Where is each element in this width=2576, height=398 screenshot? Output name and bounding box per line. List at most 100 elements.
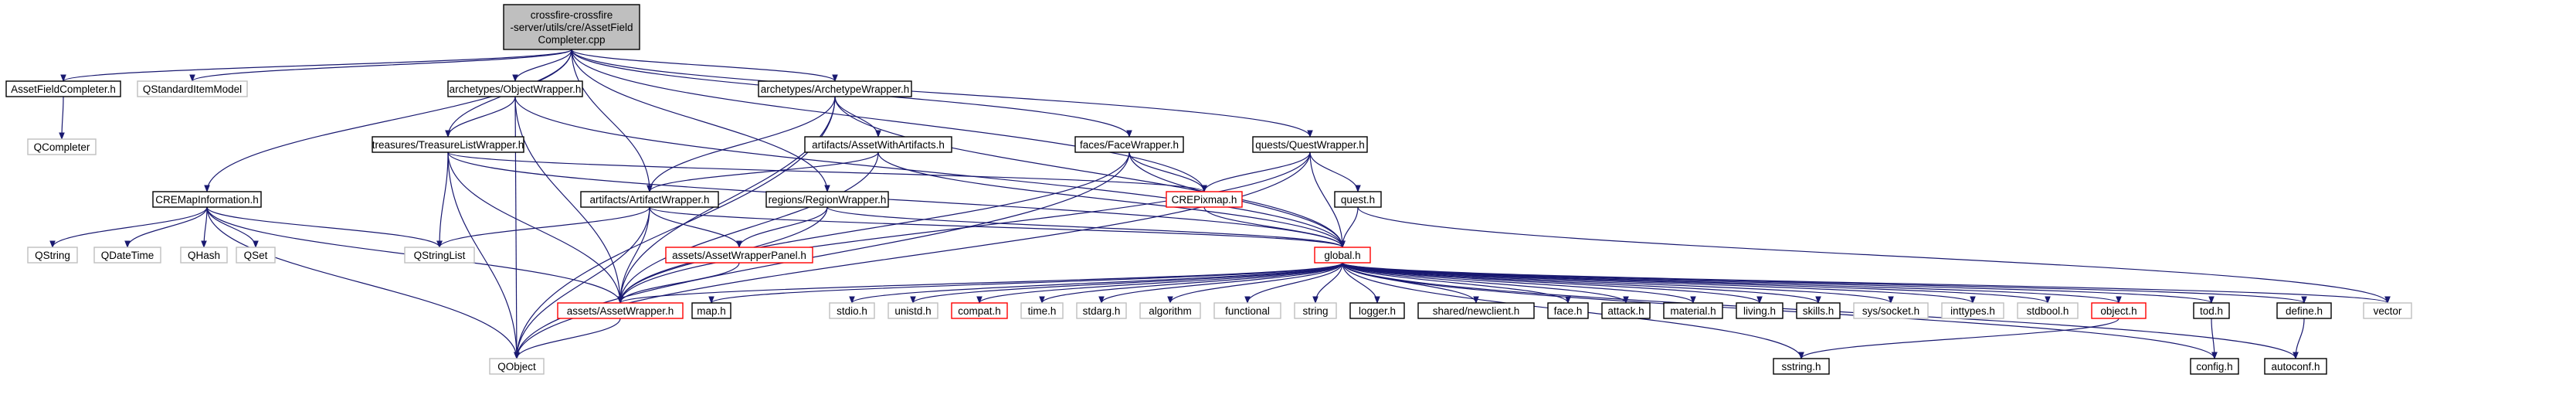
edge-artwrap-to-awpanel <box>649 206 742 248</box>
node-skills[interactable]: skills.h <box>1796 302 1841 319</box>
node-attack[interactable]: attack.h <box>1601 302 1651 319</box>
node-qcompleter[interactable]: QCompleter <box>27 138 97 155</box>
node-stdbool[interactable]: stdbool.h <box>2017 302 2079 319</box>
node-box <box>93 247 161 264</box>
node-label: map.h <box>697 305 726 317</box>
node-qset[interactable]: QSet <box>236 247 276 264</box>
node-label: -server/utils/cre/AssetField <box>510 22 633 33</box>
node-label: QStandardItemModel <box>143 83 242 95</box>
node-box <box>1294 302 1337 319</box>
node-box <box>1349 302 1405 319</box>
node-vector[interactable]: vector <box>2363 302 2412 319</box>
node-qdatetime[interactable]: QDateTime <box>93 247 161 264</box>
node-socket[interactable]: sys/socket.h <box>1853 302 1929 319</box>
node-logger[interactable]: logger.h <box>1349 302 1405 319</box>
edge-root-to-objwrap <box>512 49 572 82</box>
node-questwrap[interactable]: quests/QuestWrapper.h <box>1252 136 1368 153</box>
node-qsim[interactable]: QStandardItemModel <box>137 80 248 97</box>
node-archwrap[interactable]: archetypes/ArchetypeWrapper.h <box>758 80 912 97</box>
node-box <box>1663 302 1723 319</box>
edge-regwrap-to-global <box>826 206 1346 248</box>
node-awa[interactable]: artifacts/AssetWithArtifacts.h <box>804 136 952 153</box>
node-box <box>804 136 952 153</box>
node-regwrap[interactable]: regions/RegionWrapper.h <box>765 191 889 208</box>
node-artwrap[interactable]: artifacts/ArtifactWrapper.h <box>580 191 719 208</box>
node-compat[interactable]: compat.h <box>951 302 1008 319</box>
node-label: skills.h <box>1803 305 1834 317</box>
node-algorithm[interactable]: algorithm <box>1139 302 1201 319</box>
node-treasure[interactable]: treasures/TreasureListWrapper.h <box>372 136 524 153</box>
node-label: global.h <box>1324 250 1360 261</box>
node-stdio[interactable]: stdio.h <box>829 302 875 319</box>
node-define[interactable]: define.h <box>2276 302 2332 319</box>
node-crepix[interactable]: CREPixmap.h <box>1166 191 1243 208</box>
node-string[interactable]: string <box>1294 302 1337 319</box>
edge-root-to-questwrap <box>571 49 1313 138</box>
node-box <box>765 191 889 208</box>
edge-root-to-artwrap <box>571 49 653 192</box>
node-sstring[interactable]: sstring.h <box>1773 358 1830 375</box>
node-label: vector <box>2374 305 2402 317</box>
node-assetwrap[interactable]: assets/AssetWrapper.h <box>557 302 684 319</box>
edge-global-to-string <box>1312 262 1343 304</box>
node-label: quest.h <box>1341 194 1375 206</box>
node-box <box>1417 302 1535 319</box>
edge-treasure-to-crepix <box>447 151 1207 192</box>
node-tod[interactable]: tod.h <box>2193 302 2230 319</box>
node-facewrap[interactable]: faces/FaceWrapper.h <box>1074 136 1184 153</box>
node-timeh[interactable]: time.h <box>1020 302 1064 319</box>
node-qstring[interactable]: QString <box>27 247 78 264</box>
node-box <box>372 136 524 153</box>
edge-archwrap-to-global <box>834 96 1346 248</box>
node-qhash[interactable]: QHash <box>180 247 228 264</box>
node-box <box>2264 358 2327 375</box>
node-root[interactable]: crossfire-crossfire-server/utils/cre/Ass… <box>503 4 640 50</box>
node-global[interactable]: global.h <box>1314 247 1371 264</box>
node-stdarg[interactable]: stdarg.h <box>1076 302 1127 319</box>
node-box <box>691 302 731 319</box>
edge-cremap-to-qhash <box>201 206 208 248</box>
node-living[interactable]: living.h <box>1736 302 1784 319</box>
node-objwrap[interactable]: archetypes/ObjectWrapper.h <box>447 80 583 97</box>
node-box <box>580 191 719 208</box>
edge-global-to-socket <box>1342 262 1894 304</box>
edge-archwrap-to-assetwrap <box>617 96 836 304</box>
edge-root-to-cremap <box>204 49 572 192</box>
node-questh[interactable]: quest.h <box>1334 191 1382 208</box>
node-label: assets/AssetWrapperPanel.h <box>672 250 806 261</box>
node-box <box>1213 302 1281 319</box>
node-box <box>2017 302 2079 319</box>
node-box <box>1853 302 1929 319</box>
node-unistd[interactable]: unistd.h <box>888 302 938 319</box>
node-inttypes[interactable]: inttypes.h <box>1941 302 2004 319</box>
node-box <box>1941 302 2004 319</box>
node-objecth[interactable]: object.h <box>2091 302 2147 319</box>
edge-define-to-autoconf <box>2293 318 2305 359</box>
node-maph[interactable]: map.h <box>691 302 731 319</box>
node-newclient[interactable]: shared/newclient.h <box>1417 302 1535 319</box>
node-face[interactable]: face.h <box>1547 302 1589 319</box>
edge-root-to-afc <box>60 49 572 82</box>
node-box <box>951 302 1008 319</box>
node-functional[interactable]: functional <box>1213 302 1281 319</box>
node-box <box>888 302 938 319</box>
node-label: attack.h <box>1607 305 1644 317</box>
edge-global-to-stdbool <box>1342 262 2051 304</box>
node-cremap[interactable]: CREMapInformation.h <box>152 191 262 208</box>
node-qobject[interactable]: QObject <box>489 358 545 375</box>
node-qstringlist[interactable]: QStringList <box>404 247 475 264</box>
node-label: treasures/TreasureListWrapper.h <box>372 139 524 151</box>
edge-treasure-to-qobject <box>447 151 520 359</box>
node-label: stdarg.h <box>1083 305 1121 317</box>
edge-global-to-attack <box>1342 262 1629 304</box>
node-autoconf[interactable]: autoconf.h <box>2264 358 2327 375</box>
node-material[interactable]: material.h <box>1663 302 1723 319</box>
node-box <box>1334 191 1382 208</box>
node-box <box>829 302 875 319</box>
node-label: archetypes/ArchetypeWrapper.h <box>761 83 910 95</box>
node-box <box>404 247 475 264</box>
node-label: QHash <box>188 250 220 261</box>
node-afc[interactable]: AssetFieldCompleter.h <box>5 80 121 97</box>
node-awpanel[interactable]: assets/AssetWrapperPanel.h <box>665 247 813 264</box>
node-config[interactable]: config.h <box>2190 358 2239 375</box>
